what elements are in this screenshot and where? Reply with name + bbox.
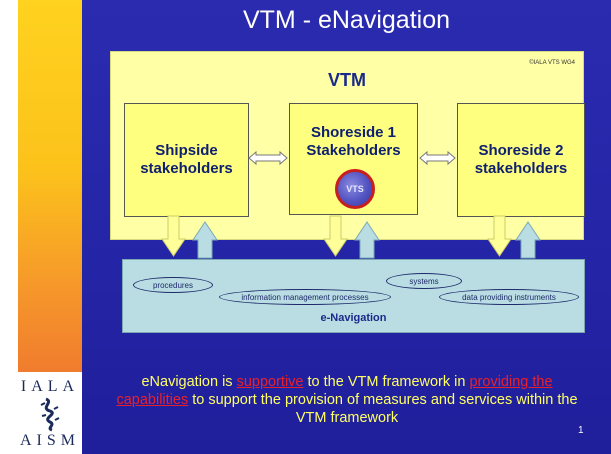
up-arrows bbox=[192, 221, 541, 259]
pill-information-management-processes: information management processes bbox=[219, 289, 391, 305]
down-arrow-shoreside2 bbox=[487, 215, 512, 257]
copyright-note: ©IALA VTS WG4 bbox=[529, 60, 575, 66]
caption-text: eNavigation is supportive to the VTM fra… bbox=[108, 373, 586, 427]
stakeholder-label-line1: Shoreside 2 bbox=[478, 142, 564, 159]
vts-badge: VTS bbox=[335, 169, 375, 209]
enavigation-panel: procedures information management proces… bbox=[122, 259, 585, 333]
shipside-stakeholders-box: Shipside stakeholders bbox=[124, 103, 249, 217]
up-arrow-shoreside1 bbox=[354, 221, 380, 259]
caption-part2: to the VTM framework in bbox=[303, 374, 470, 390]
logo-bottom-text: AISM bbox=[19, 432, 80, 449]
iala-logo: IALA AISM bbox=[18, 372, 82, 454]
shoreside-2-stakeholders-box: Shoreside 2 stakeholders bbox=[457, 103, 585, 217]
page-number: 1 bbox=[578, 425, 584, 436]
caption-highlight-supportive: supportive bbox=[236, 374, 304, 390]
down-arrow-shipside bbox=[161, 215, 186, 257]
up-arrow-shipside bbox=[192, 221, 218, 259]
stakeholder-label-line2: Stakeholders bbox=[306, 142, 401, 159]
caption-part1: eNavigation is bbox=[141, 374, 237, 390]
up-arrow-shoreside2 bbox=[515, 221, 541, 259]
logo-top-text: IALA bbox=[20, 378, 80, 395]
stakeholder-label-line2: stakeholders bbox=[474, 160, 568, 177]
slide-title: VTM - eNavigation bbox=[242, 6, 451, 34]
pill-data-providing-instruments: data providing instruments bbox=[439, 289, 579, 305]
double-arrow-shipside-shoreside1 bbox=[248, 150, 288, 166]
sidebar-gradient bbox=[18, 0, 82, 378]
vtm-title: VTM bbox=[328, 70, 366, 90]
stakeholder-label-line1: Shipside bbox=[155, 142, 218, 159]
caption-part3: to support the provision of measures and… bbox=[188, 392, 578, 426]
down-arrows bbox=[161, 215, 512, 257]
pill-systems: systems bbox=[386, 273, 462, 289]
enavigation-title: e-Navigation bbox=[320, 312, 387, 324]
down-arrow-shoreside1 bbox=[323, 215, 348, 257]
double-arrow-shoreside1-shoreside2 bbox=[419, 150, 456, 166]
horizontal-double-arrows bbox=[248, 150, 456, 166]
stakeholder-label-line2: stakeholders bbox=[140, 160, 233, 177]
pill-procedures: procedures bbox=[133, 277, 213, 293]
caption-highlight-capabilities: providing the capabilities bbox=[116, 374, 553, 408]
stakeholder-label-line1: Shoreside 1 bbox=[310, 124, 397, 141]
lighthouse-emblem-icon bbox=[40, 397, 60, 432]
